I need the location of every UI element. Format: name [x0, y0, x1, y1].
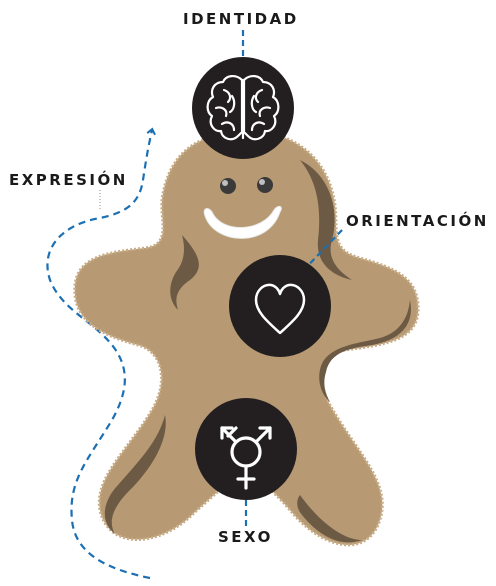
sexo-label: SEXO	[218, 528, 273, 546]
orientacion-label: ORIENTACIÓN	[346, 212, 489, 230]
heart-icon	[254, 283, 306, 335]
expresion-label: EXPRESIÓN	[9, 171, 128, 189]
shadow-left-shoulder	[170, 235, 199, 310]
transgender-symbol-icon	[220, 426, 272, 490]
left-eye	[220, 178, 236, 194]
right-eye-shine	[259, 179, 265, 185]
shadow-right-leg	[297, 495, 362, 543]
brain-icon	[206, 75, 280, 141]
left-eye-shine	[222, 180, 228, 186]
shadow-right-shoulder	[300, 160, 352, 280]
shadow-right-arm	[319, 300, 411, 402]
identidad-label: IDENTIDAD	[183, 10, 299, 28]
sexo-badge	[195, 398, 297, 500]
right-eye	[257, 177, 273, 193]
expresion-arrow	[46, 127, 156, 580]
smile	[203, 205, 282, 239]
orientacion-badge	[229, 255, 331, 357]
identidad-badge	[192, 57, 294, 159]
shadow-left-leg	[104, 415, 166, 534]
